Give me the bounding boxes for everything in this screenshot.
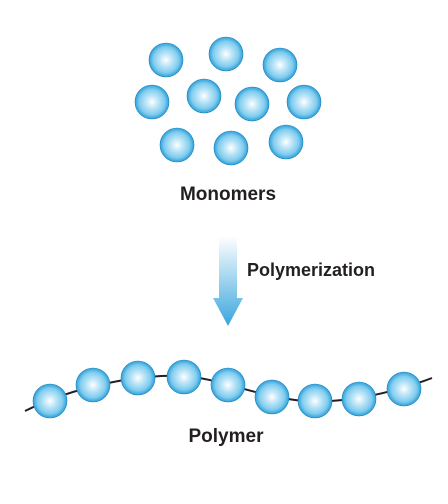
polymer-unit-sphere-icon: [120, 360, 156, 396]
monomer-sphere-icon: [262, 47, 298, 83]
monomer-sphere-icon: [134, 84, 170, 120]
monomer-sphere-icon: [159, 127, 195, 163]
polymer-label: Polymer: [188, 426, 264, 447]
monomer-cluster: [134, 36, 322, 166]
polymer-unit-sphere-icon: [210, 367, 246, 403]
polymer-units: [32, 359, 422, 419]
monomers-label: Monomers: [179, 184, 277, 205]
polymerization-arrow: [213, 236, 243, 326]
down-arrow-icon: [213, 236, 243, 326]
polymer-unit-sphere-icon: [254, 379, 290, 415]
polymer-unit-sphere-icon: [75, 367, 111, 403]
monomer-sphere-icon: [213, 130, 249, 166]
polymer-unit-sphere-icon: [297, 383, 333, 419]
polymer-unit-sphere-icon: [32, 383, 68, 419]
polymerization-label: Polymerization: [247, 260, 376, 280]
polymer-unit-sphere-icon: [166, 359, 202, 395]
monomer-sphere-icon: [286, 84, 322, 120]
monomer-sphere-icon: [148, 42, 184, 78]
polymer-unit-sphere-icon: [341, 381, 377, 417]
monomer-sphere-icon: [268, 124, 304, 160]
monomer-sphere-icon: [234, 86, 270, 122]
polymer-unit-sphere-icon: [386, 371, 422, 407]
monomer-sphere-icon: [186, 78, 222, 114]
monomer-sphere-icon: [208, 36, 244, 72]
